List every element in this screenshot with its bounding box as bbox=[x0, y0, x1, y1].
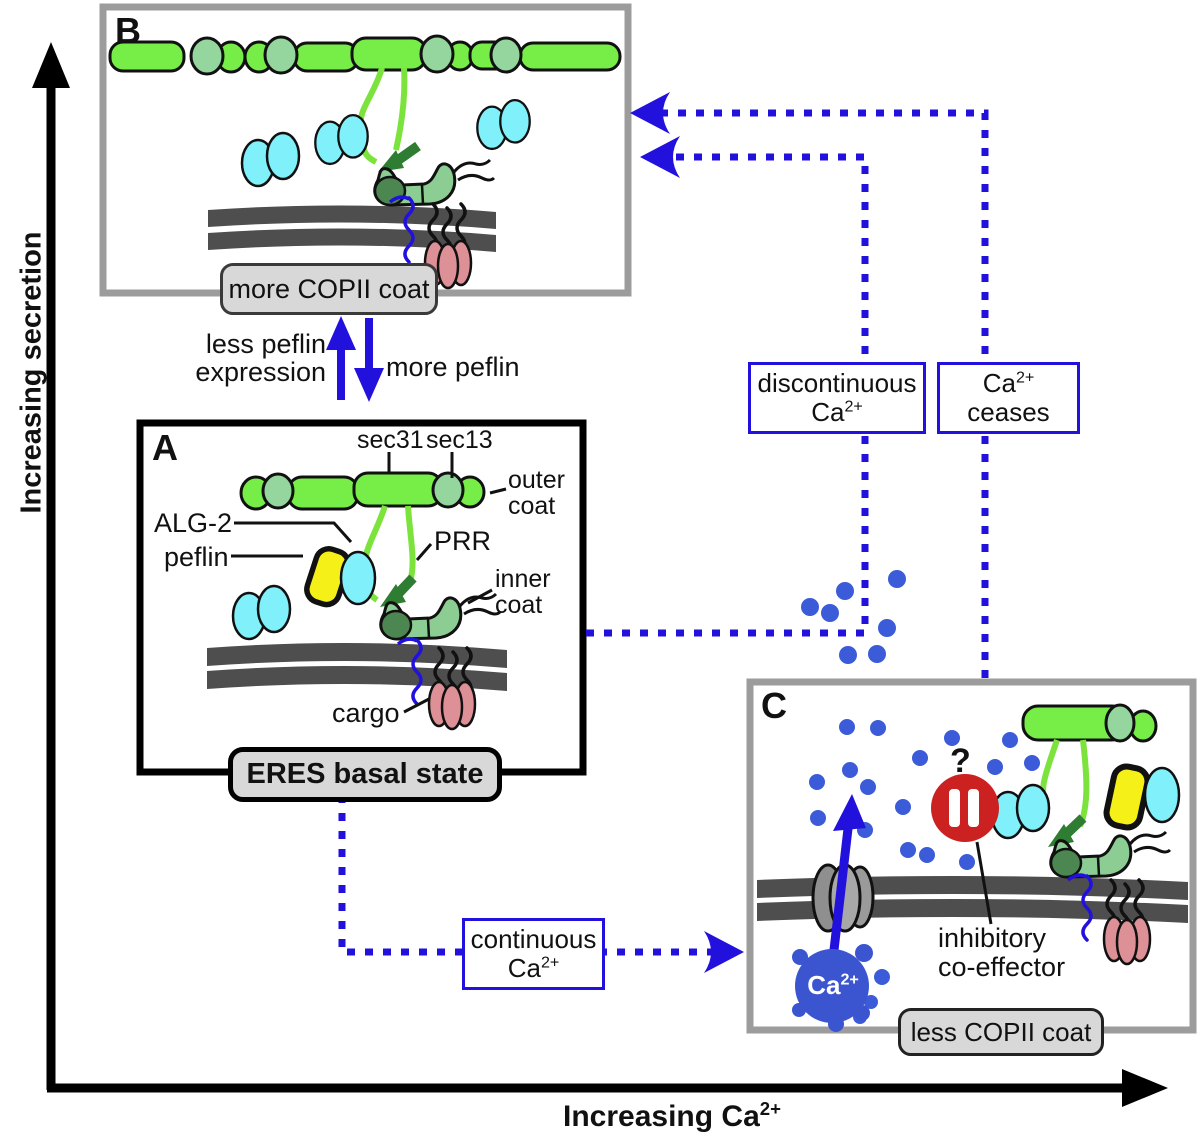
x-axis-label-sup: 2+ bbox=[759, 1098, 781, 1119]
outer-coat-label: outer coat bbox=[508, 466, 565, 520]
panel-a-art bbox=[207, 452, 507, 731]
peflin-alg2-complex bbox=[304, 546, 377, 608]
peflin-alg2-complex bbox=[1103, 763, 1181, 831]
outer-coat-c bbox=[1021, 703, 1158, 743]
calcium-ion-blob bbox=[792, 944, 873, 1032]
inhibitor-circle bbox=[931, 774, 999, 842]
panel-b-caption: more COPII coat bbox=[220, 263, 438, 315]
inhibitor-pointer bbox=[975, 841, 993, 925]
prr-pointer bbox=[415, 543, 433, 561]
peflin-down-arrow bbox=[354, 318, 384, 402]
y-axis-label: Increasing secretion bbox=[15, 231, 48, 514]
x-axis-label: Increasing Ca2+ bbox=[563, 1098, 781, 1133]
panel-b-letter: B bbox=[115, 10, 141, 51]
cargo-receptor-squiggles-b bbox=[388, 195, 467, 274]
outer-coat-a bbox=[239, 471, 486, 511]
panel-b-art bbox=[108, 34, 622, 290]
panel-a-letter: A bbox=[152, 427, 178, 468]
ca-ceases-box: Ca2+ ceases bbox=[937, 362, 1080, 434]
inner-coat-label: inner coat bbox=[495, 565, 551, 619]
arrowhead-to-b-top bbox=[630, 92, 670, 134]
alg2-label: ALG-2 bbox=[154, 508, 233, 538]
panel-c-caption-text: less COPII coat bbox=[910, 1016, 1092, 1047]
panel-b-caption-text: more COPII coat bbox=[228, 273, 430, 304]
cargo-receptor-squiggles-a bbox=[396, 637, 473, 718]
prr-label: PRR bbox=[434, 526, 492, 556]
panel-a-caption-text: ERES basal state bbox=[246, 758, 484, 790]
question-mark: ? bbox=[950, 742, 971, 780]
panel-a-caption: ERES basal state bbox=[228, 747, 502, 802]
calcium-ion-label: Ca2+ bbox=[807, 970, 859, 1000]
pause-icon bbox=[949, 789, 979, 827]
arrowhead-to-b-bottom bbox=[640, 136, 680, 178]
er-membrane-a bbox=[207, 642, 507, 691]
ca-ceases-connector bbox=[648, 109, 989, 678]
sec31-label: sec31 bbox=[357, 426, 424, 454]
peflin-label: peflin bbox=[164, 542, 229, 572]
calcium-efflux-arrow bbox=[829, 794, 866, 951]
y-axis bbox=[32, 42, 70, 1090]
calcium-dots-c bbox=[809, 719, 1040, 1024]
panel-c-art bbox=[757, 703, 1188, 1032]
more-peflin-label: more peflin bbox=[386, 352, 520, 382]
continuous-ca-box: continuous Ca2+ bbox=[462, 918, 605, 990]
arrowhead-to-c bbox=[704, 931, 744, 973]
discontinuous-ca-box: discontinuous Ca2+ bbox=[748, 362, 926, 434]
cargo-pointer bbox=[403, 697, 430, 714]
less-peflin-expression-label: less peflin expression bbox=[195, 329, 326, 387]
er-membrane-b bbox=[208, 205, 496, 252]
cargo-receptor-squiggles-c bbox=[1066, 873, 1145, 950]
x-axis bbox=[47, 1069, 1168, 1107]
inhibitory-coeffector-label: inhibitory co-effector bbox=[938, 923, 1066, 982]
outer-coat-pointer bbox=[489, 487, 507, 495]
cargo bbox=[427, 680, 477, 731]
peflin-up-arrow bbox=[326, 316, 356, 400]
sec13-label: sec13 bbox=[426, 426, 493, 454]
cargo-label: cargo bbox=[332, 698, 400, 728]
panel-c-caption: less COPII coat bbox=[898, 1008, 1104, 1056]
cargo bbox=[1102, 915, 1152, 966]
calcium-dots-junction bbox=[801, 570, 906, 664]
alg2-pointer bbox=[234, 521, 353, 544]
outer-coat-b bbox=[108, 34, 622, 76]
panel-c-letter: C bbox=[761, 685, 787, 726]
